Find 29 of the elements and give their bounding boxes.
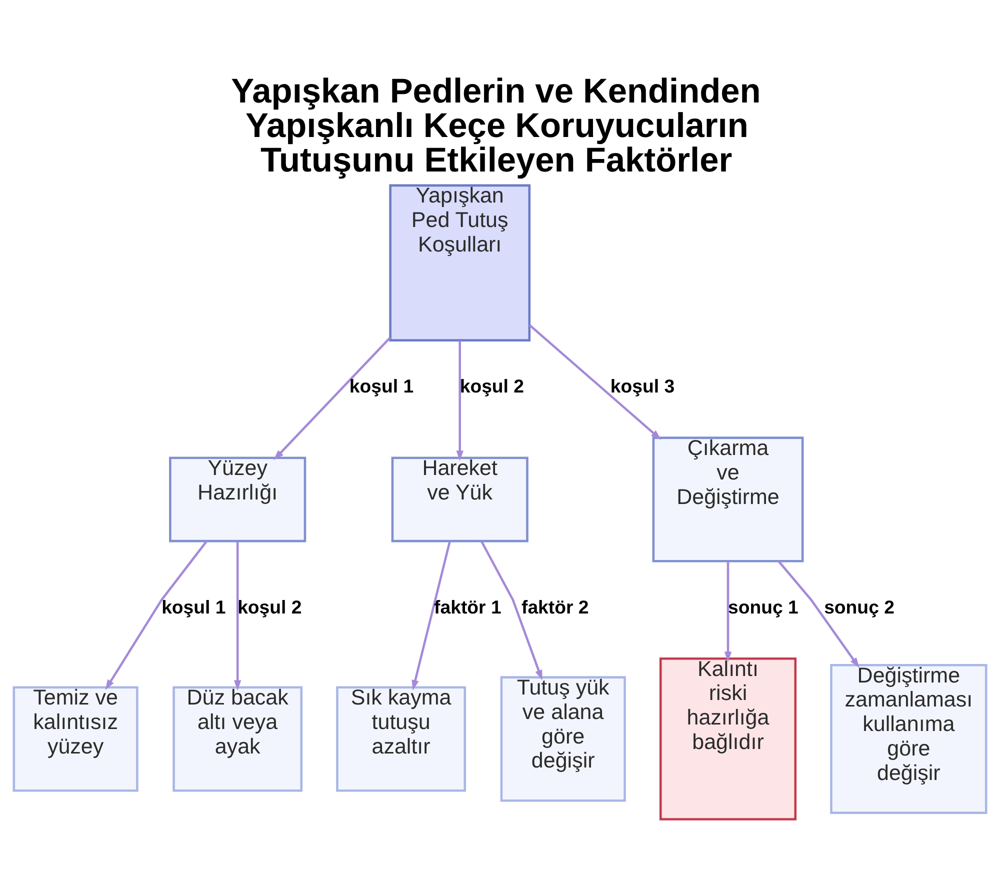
arrow <box>528 324 662 440</box>
edge-label: koşul 3 <box>610 375 675 396</box>
arrow <box>456 340 464 460</box>
arrow <box>480 540 542 680</box>
arrow <box>412 540 451 690</box>
edge-label: koşul 2 <box>238 596 302 617</box>
node-box: Hareket ve Yük <box>391 456 528 542</box>
edge-label: sonuç 2 <box>824 596 894 617</box>
diagram-title: Yapışkan Pedlerin ve Kendinden Yapışkanlı Keçe Koruyucuların Tutuşunu Etkileyen Faktörler <box>231 72 761 179</box>
edge-label: koşul 1 <box>349 375 414 396</box>
node-box: Yapışkan Ped Tutuş Koşulları <box>389 184 531 341</box>
edge-label: faktör 2 <box>522 596 589 617</box>
arrow <box>274 336 391 460</box>
edge-label: faktör 1 <box>434 596 502 617</box>
edge-label: koşul 2 <box>460 375 524 396</box>
node-box: Yüzey Hazırlığı <box>169 456 306 542</box>
arrow <box>724 560 732 662</box>
node-box: Çıkarma ve Değiştirme <box>652 436 804 562</box>
edge-label: sonuç 1 <box>728 596 798 617</box>
node-box: Tutuş yük ve alana göre değişir <box>500 676 626 802</box>
arrow <box>234 541 242 690</box>
arrow <box>778 560 860 668</box>
node-box: Temiz ve kalıntısız yüzey <box>12 686 138 792</box>
edge-label: koşul 1 <box>162 596 226 617</box>
node-box: Değiştirme zamanlaması kullanıma göre değişir <box>830 663 988 814</box>
node-box: Kalıntı riski hazırlığa bağlıdır <box>659 657 797 820</box>
node-box: Düz bacak altı veya ayak <box>172 686 303 792</box>
node-box: Sık kayma tutuşu azaltır <box>336 686 466 792</box>
arrow <box>105 540 208 690</box>
